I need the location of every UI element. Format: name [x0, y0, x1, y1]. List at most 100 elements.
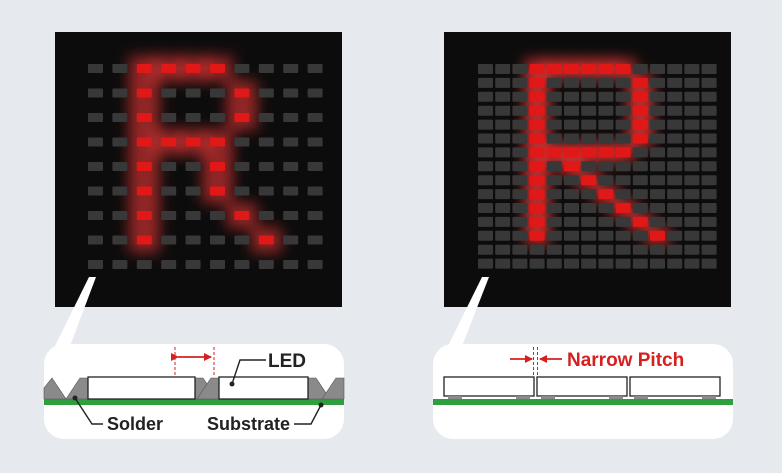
- led-cell-lit: [234, 113, 250, 122]
- led-cell-off: [283, 186, 299, 196]
- led-cell-off: [564, 175, 579, 186]
- led-cell-lit: [529, 64, 545, 74]
- led-cell-lit: [632, 216, 648, 227]
- led-cell-off: [283, 211, 299, 220]
- led-cell-lit: [161, 64, 177, 73]
- led-cell-off: [210, 260, 225, 269]
- led-cell-off: [701, 216, 717, 227]
- led-cell-off: [564, 119, 579, 130]
- led-cell-off: [307, 235, 323, 245]
- led-cell-off: [581, 91, 597, 102]
- led-cell-off: [512, 230, 528, 241]
- led-cell-off: [564, 105, 579, 116]
- led-cell-off: [88, 113, 103, 122]
- left-led-panel: [55, 32, 342, 307]
- led-cell-lit: [615, 203, 631, 213]
- led-cell-off: [88, 162, 103, 171]
- led-cell-off: [581, 133, 597, 144]
- led-cell-off: [701, 77, 717, 88]
- led-cell-off: [667, 244, 683, 255]
- led-cell-lit: [546, 147, 562, 158]
- led-cell-off: [650, 119, 665, 130]
- led-cell-off: [632, 258, 648, 269]
- led-cell-lit: [185, 64, 201, 73]
- led-cell-off: [581, 119, 597, 130]
- led-cell-off: [283, 137, 299, 147]
- led-cell-lit: [529, 133, 545, 144]
- left-cross-section: LED Solder Substrate: [43, 344, 345, 439]
- led-cell-lit: [529, 91, 545, 102]
- led-cell-off: [684, 77, 700, 88]
- led-cell-off: [495, 105, 511, 116]
- led-package: [629, 376, 721, 397]
- led-cell-off: [307, 162, 323, 171]
- led-cell-off: [512, 105, 528, 116]
- led-cell-off: [667, 258, 683, 269]
- led-cell-off: [512, 133, 528, 144]
- led-cell-off: [495, 133, 511, 144]
- left-substrate-layer: [44, 399, 344, 405]
- led-cell-off: [667, 133, 683, 144]
- led-cell-off: [512, 203, 528, 213]
- led-cell-off: [185, 88, 201, 98]
- led-cell-off: [650, 189, 665, 200]
- led-cell-off: [307, 88, 323, 98]
- led-cell-off: [684, 216, 700, 227]
- led-cell-off: [701, 175, 717, 186]
- led-cell-lit: [136, 186, 152, 196]
- led-cell-lit: [529, 77, 545, 88]
- led-cell-off: [478, 230, 493, 241]
- led-package: [87, 376, 196, 400]
- led-cell-off: [598, 203, 614, 213]
- solder-joint: [43, 377, 67, 400]
- led-cell-off: [684, 244, 700, 255]
- led-cell-off: [112, 186, 128, 196]
- led-cell-off: [283, 88, 299, 98]
- led-cell-off: [283, 64, 299, 73]
- led-cell-off: [684, 161, 700, 172]
- led-cell-off: [581, 216, 597, 227]
- led-cell-off: [283, 235, 299, 245]
- led-cell-off: [564, 244, 579, 255]
- led-cell-off: [632, 147, 648, 158]
- led-cell-off: [615, 244, 631, 255]
- led-cell-lit: [136, 162, 152, 171]
- led-cell-off: [684, 230, 700, 241]
- led-cell-off: [112, 260, 128, 269]
- led-cell-off: [684, 105, 700, 116]
- led-cell-lit: [598, 64, 614, 74]
- led-cell-off: [615, 230, 631, 241]
- led-cell-off: [512, 216, 528, 227]
- led-cell-off: [88, 88, 103, 98]
- led-cell-off: [701, 105, 717, 116]
- led-cell-lit: [210, 162, 225, 171]
- led-cell-lit: [161, 137, 177, 147]
- led-cell-off: [283, 113, 299, 122]
- led-cell-off: [495, 161, 511, 172]
- led-cell-off: [667, 189, 683, 200]
- led-cell-off: [581, 77, 597, 88]
- solder-pad: [609, 396, 623, 399]
- led-cell-off: [258, 162, 274, 171]
- led-cell-off: [598, 244, 614, 255]
- led-cell-lit: [529, 203, 545, 213]
- led-cell-off: [598, 105, 614, 116]
- led-cell-off: [615, 216, 631, 227]
- led-package: [218, 376, 309, 400]
- led-cell-lit: [210, 64, 225, 73]
- led-cell-off: [283, 162, 299, 171]
- led-cell-off: [632, 203, 648, 213]
- led-cell-off: [632, 244, 648, 255]
- led-cell-lit: [581, 147, 597, 158]
- led-cell-lit: [136, 137, 152, 147]
- led-cell-off: [650, 91, 665, 102]
- led-cell-off: [581, 230, 597, 241]
- led-cell-off: [632, 189, 648, 200]
- led-cell-off: [307, 260, 323, 269]
- led-cell-off: [112, 137, 128, 147]
- led-cell-off: [598, 133, 614, 144]
- led-cell-lit: [564, 64, 579, 74]
- led-cell-lit: [632, 133, 648, 144]
- led-cell-off: [667, 216, 683, 227]
- led-cell-off: [546, 189, 562, 200]
